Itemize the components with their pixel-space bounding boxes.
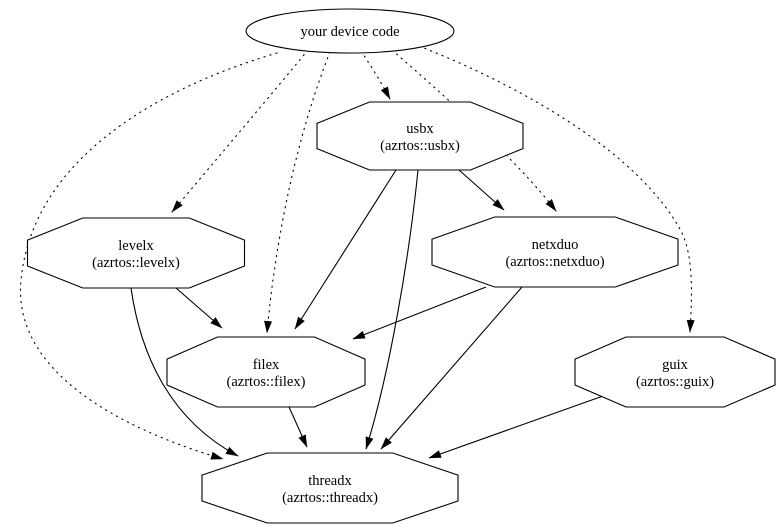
device-shape bbox=[245, 8, 455, 54]
threadx-label: threadx(azrtos::threadx) bbox=[282, 473, 378, 506]
device-label: your device code bbox=[300, 24, 399, 40]
threadx-shape bbox=[201, 452, 459, 524]
netxduo-shape bbox=[431, 216, 679, 288]
usbx-shape bbox=[316, 101, 524, 171]
edge-device-threadx bbox=[20, 52, 278, 460]
guix-label: guix(azrtos::guix) bbox=[636, 357, 714, 390]
edge-device-filex bbox=[264, 51, 331, 334]
node-filex: filex(azrtos::filex) bbox=[166, 336, 366, 408]
edge-levelx-filex bbox=[175, 287, 223, 329]
edge-netxduo-threadx bbox=[380, 286, 523, 450]
node-levelx: levelx(azrtos::levelx) bbox=[26, 217, 246, 289]
edge-device-levelx bbox=[171, 49, 309, 213]
edge-usbx-filex bbox=[294, 169, 397, 330]
edge-device-usbx bbox=[360, 50, 391, 100]
filex-shape bbox=[166, 336, 366, 408]
levelx-label: levelx(azrtos::levelx) bbox=[92, 238, 180, 271]
node-usbx: usbx(azrtos::usbx) bbox=[316, 101, 524, 171]
edge-usbx-netxduo bbox=[458, 169, 505, 211]
edge-usbx-threadx bbox=[365, 169, 419, 450]
netxduo-label: netxduo(azrtos::netxduo) bbox=[505, 237, 604, 270]
nodes-layer: your device codeusbx(azrtos::usbx)levelx… bbox=[26, 8, 776, 524]
usbx-label: usbx(azrtos::usbx) bbox=[380, 121, 460, 154]
node-threadx: threadx(azrtos::threadx) bbox=[201, 452, 459, 524]
levelx-shape bbox=[26, 217, 246, 289]
guix-shape bbox=[574, 336, 776, 408]
node-netxduo: netxduo(azrtos::netxduo) bbox=[431, 216, 679, 288]
edge-netxduo-filex bbox=[352, 286, 487, 340]
edge-levelx-threadx bbox=[130, 287, 239, 457]
edge-filex-threadx bbox=[288, 406, 308, 448]
node-guix: guix(azrtos::guix) bbox=[574, 336, 776, 408]
edge-device-guix bbox=[418, 45, 695, 333]
filex-label: filex(azrtos::filex) bbox=[227, 357, 306, 390]
node-device: your device code bbox=[245, 8, 455, 54]
edge-guix-threadx bbox=[428, 395, 604, 459]
